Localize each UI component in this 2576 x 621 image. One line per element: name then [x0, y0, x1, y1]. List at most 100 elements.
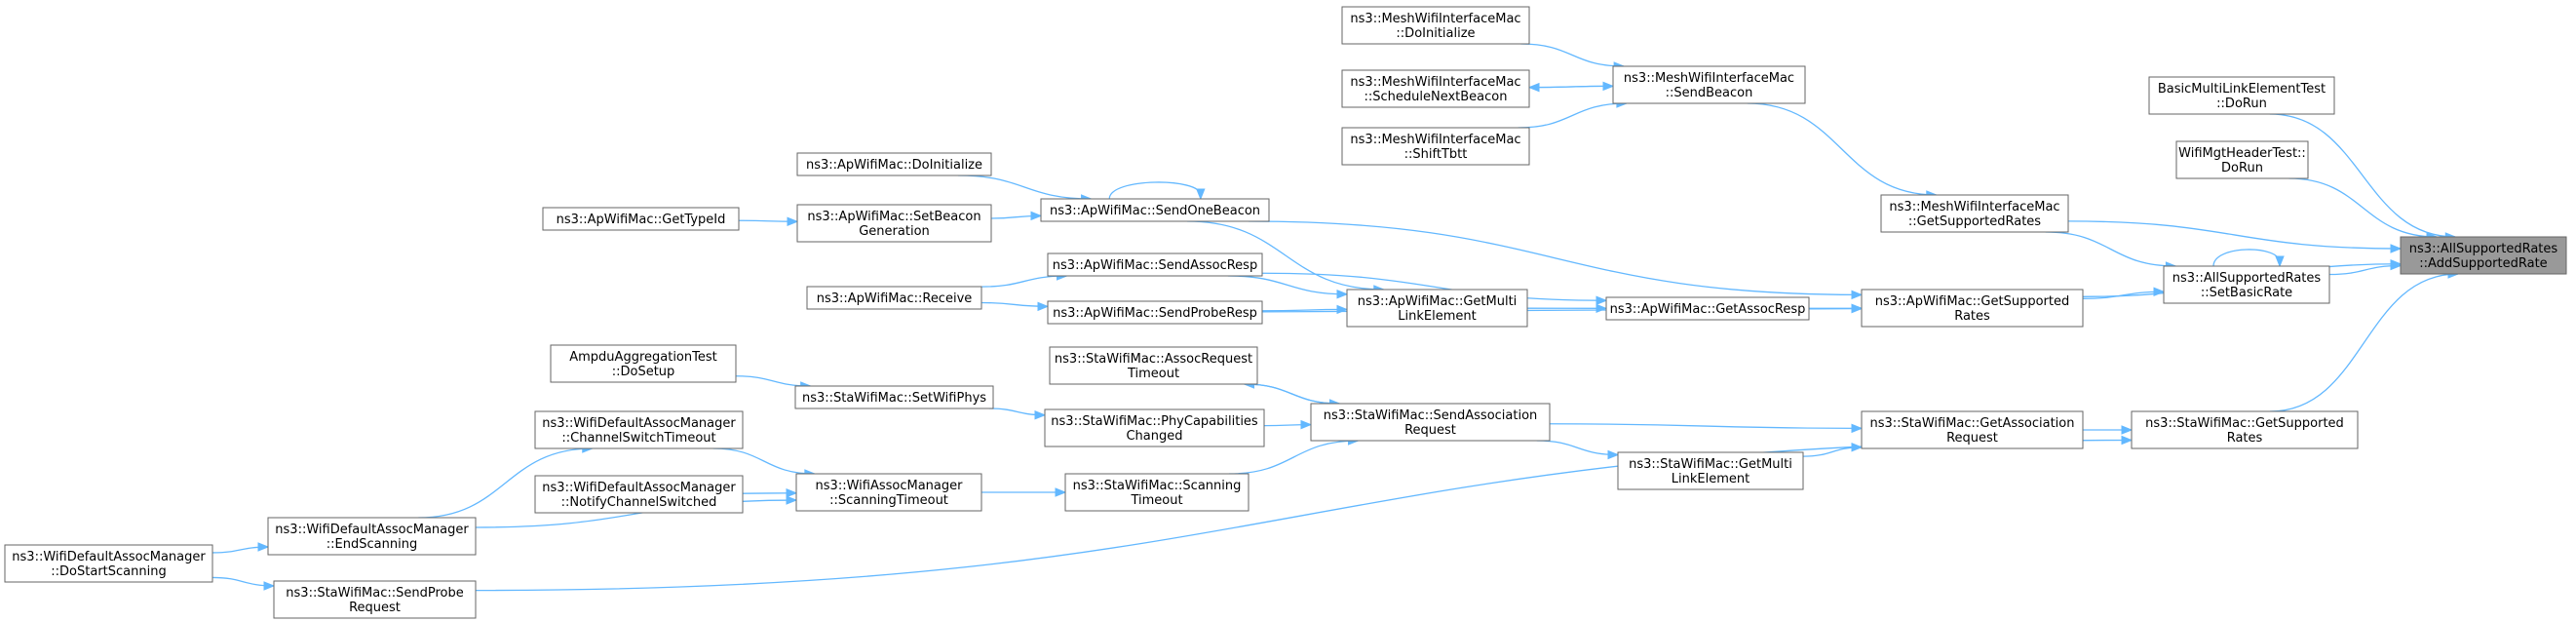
edge-ap_gsr-to-asr_sbr: [2082, 287, 2166, 299]
node-box: [534, 410, 744, 449]
arrowhead: [2390, 244, 2403, 253]
node-label-line: ns3::AllSupportedRates: [2172, 271, 2322, 286]
node-label-line: WifiMgtHeaderTest::: [2178, 146, 2306, 161]
edge-sta_sar-to-sta_art: [1243, 379, 1340, 405]
node-wdam_es[interactable]: ns3::WifiDefaultAssocManager::EndScannin…: [267, 517, 477, 556]
edge-line: [418, 447, 593, 519]
arrowhead: [1607, 449, 1620, 460]
edge-line: [712, 447, 815, 475]
edge-ap_sbg-to-ap_sob: [990, 211, 1043, 221]
node-ap_gti[interactable]: ns3::ApWifiMac::GetTypeId: [542, 207, 740, 231]
node-sta_gsr[interactable]: ns3::StaWifiMac::GetSupportedRates: [2131, 410, 2359, 449]
edge-ap_spr-to-ap_gmle: [1261, 304, 1349, 315]
edge-line: [2082, 291, 2165, 299]
node-sta_swp[interactable]: ns3::StaWifiMac::SetWifiPhys: [794, 385, 994, 409]
edge-line: [475, 439, 2133, 592]
edge-line: [2270, 273, 2458, 412]
edge-line: [1549, 423, 1863, 430]
node-box: [1341, 6, 1530, 45]
edge-asr_sbr-to-asr_sbr: [2212, 249, 2285, 268]
arrowhead: [1851, 290, 1864, 300]
node-ap_di[interactable]: ns3::ApWifiMac::DoInitialize: [796, 152, 992, 176]
edge-line: [2288, 177, 2438, 238]
node-ap_gsr[interactable]: ns3::ApWifiMac::GetSupportedRates: [1861, 289, 2084, 328]
node-box: [550, 344, 737, 383]
arrowhead: [1851, 303, 1864, 314]
node-box: [267, 517, 477, 556]
edge-wdam_ncs-to-wam_st: [742, 488, 798, 498]
node-ap_sar[interactable]: ns3::ApWifiMac::SendAssocResp: [1047, 252, 1263, 277]
node-asr_sbr[interactable]: ns3::AllSupportedRates::SetBasicRate: [2163, 265, 2330, 304]
arrowhead: [2275, 255, 2285, 268]
node-box: [1047, 252, 1263, 277]
edge-line: [1248, 220, 1863, 296]
node-box: [796, 152, 992, 176]
node-sta_st[interactable]: ns3::StaWifiMac::ScanningTimeout: [1064, 473, 1250, 512]
arrowhead: [1851, 423, 1864, 434]
node-label-line: Rates: [1954, 309, 1990, 324]
node-mesh_sb[interactable]: ns3::MeshWifiInterfaceMac::SendBeacon: [1612, 65, 1806, 104]
edge-line: [1261, 308, 1348, 312]
node-mesh_st[interactable]: ns3::MeshWifiInterfaceMac::ShiftTbtt: [1341, 127, 1530, 166]
edge-line: [2269, 113, 2456, 238]
node-label-line: Request: [349, 601, 401, 615]
node-label-line: DoRun: [2221, 161, 2263, 175]
node-wam_st[interactable]: ns3::WifiAssocManager::ScanningTimeout: [795, 473, 982, 512]
node-label-line: ns3::MeshWifiInterfaceMac: [1350, 133, 1520, 147]
node-label-line: ::GetSupportedRates: [1908, 214, 2041, 229]
edge-line: [1244, 383, 1340, 405]
node-mesh_snb[interactable]: ns3::MeshWifiInterfaceMac::ScheduleNextB…: [1341, 69, 1530, 108]
node-wdam_dss[interactable]: ns3::WifiDefaultAssocManager::DoStartSca…: [4, 544, 213, 583]
node-box: [1861, 410, 2084, 449]
graph-nodes: ns3::AllSupportedRates::AddSupportedRate…: [4, 6, 2567, 619]
node-box: [1310, 403, 1551, 442]
node-label-line: ::ScanningTimeout: [829, 493, 948, 508]
node-wmht[interactable]: WifiMgtHeaderTest::DoRun: [2175, 140, 2309, 179]
arrowhead: [2121, 425, 2134, 435]
node-label-line: ::ScheduleNextBeacon: [1364, 90, 1507, 104]
node-label-line: ns3::MeshWifiInterfaceMac: [1350, 75, 1520, 90]
arrowhead: [786, 488, 798, 498]
node-box: [795, 473, 982, 512]
node-label-line: ::DoSetup: [612, 365, 675, 379]
node-wdam_ncs[interactable]: ns3::WifiDefaultAssocManager::NotifyChan…: [534, 475, 744, 514]
node-ap_sob[interactable]: ns3::ApWifiMac::SendOneBeacon: [1040, 198, 1270, 222]
node-box: [1617, 451, 1804, 490]
edge-line: [1261, 272, 1607, 301]
edge-line: [1520, 43, 1625, 67]
node-ap_gar[interactable]: ns3::ApWifiMac::GetAssocResp: [1605, 296, 1810, 321]
node-label-line: ::DoRun: [2216, 97, 2267, 111]
node-box: [1341, 127, 1530, 166]
edge-line: [1528, 85, 1614, 89]
edge-line: [1229, 440, 1359, 475]
node-mesh_gsr[interactable]: ns3::MeshWifiInterfaceMac::GetSupportedR…: [1880, 194, 2069, 233]
node-ampdu[interactable]: AmpduAggregationTest::DoSetup: [550, 344, 737, 383]
node-label-line: Timeout: [1127, 367, 1179, 381]
node-bmlet[interactable]: BasicMultiLinkElementTest::DoRun: [2148, 76, 2335, 115]
node-label-line: ns3::ApWifiMac::SendAssocResp: [1053, 258, 1257, 273]
node-mesh_di[interactable]: ns3::MeshWifiInterfaceMac::DoInitialize: [1341, 6, 1530, 45]
node-box: [1861, 289, 2084, 328]
node-wdam_cst[interactable]: ns3::WifiDefaultAssocManager::ChannelSwi…: [534, 410, 744, 449]
edge-ap_sar-to-ap_gar: [1261, 272, 1608, 305]
node-label-line: ::NotifyChannelSwitched: [561, 495, 717, 510]
edge-wmht-to-root: [2288, 177, 2439, 242]
arrowhead: [1336, 304, 1349, 315]
node-label-line: Generation: [859, 224, 930, 239]
node-label-line: ns3::AllSupportedRates: [2409, 242, 2558, 256]
edge-wdam_dss-to-sta_spr: [211, 576, 276, 591]
edge-line: [1747, 102, 1937, 196]
node-label-line: ns3::StaWifiMac::SetWifiPhys: [802, 391, 986, 406]
node-ap_spr[interactable]: ns3::ApWifiMac::SendProbeResp: [1047, 300, 1263, 325]
node-ap_rcv[interactable]: ns3::ApWifiMac::Receive: [806, 286, 982, 310]
arrowhead: [1596, 303, 1608, 314]
